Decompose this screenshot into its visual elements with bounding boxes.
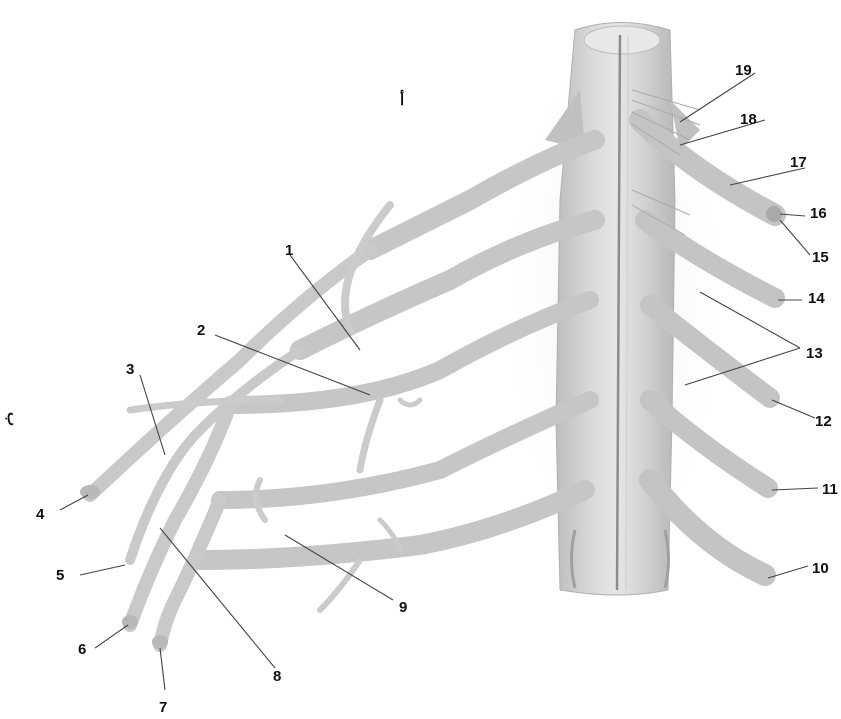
label-5: 5 [56, 567, 64, 584]
panel-label-left: ب [4, 412, 21, 426]
panel-labels: أ ب [4, 89, 404, 426]
label-12: 12 [815, 413, 832, 430]
label-15: 15 [812, 249, 829, 266]
label-17: 17 [790, 154, 807, 171]
label-9: 9 [399, 599, 407, 616]
label-2: 2 [197, 322, 205, 339]
panel-label-top: أ [400, 89, 404, 109]
label-8: 8 [273, 668, 281, 685]
label-4: 4 [36, 506, 45, 523]
label-19: 19 [735, 62, 752, 79]
label-14: 14 [808, 290, 825, 307]
label-10: 10 [812, 560, 829, 577]
label-11: 11 [822, 481, 838, 498]
label-16: 16 [810, 205, 827, 222]
label-3: 3 [126, 361, 134, 378]
label-7: 7 [159, 699, 167, 716]
nerve-plexus-branches [80, 205, 420, 649]
label-6: 6 [78, 641, 86, 658]
label-13: 13 [806, 345, 823, 362]
label-1: 1 [285, 242, 293, 259]
label-18: 18 [740, 111, 757, 128]
